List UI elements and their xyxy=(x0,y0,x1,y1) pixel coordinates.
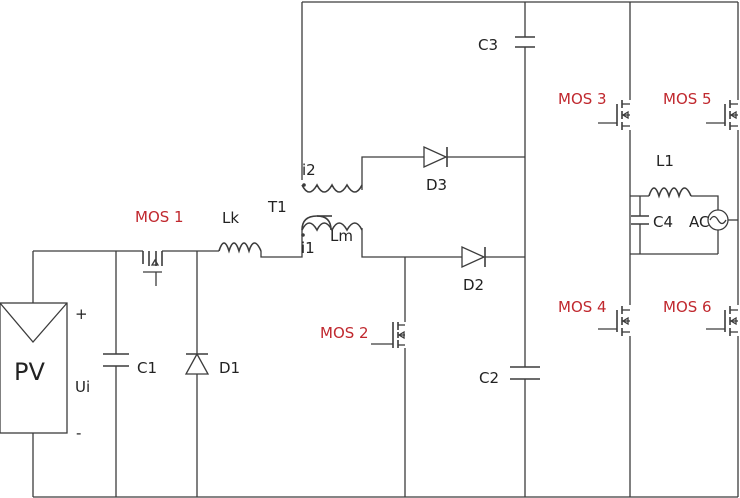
capacitor-c4: C4 xyxy=(631,213,673,231)
mosfet-mos5: MOS 5 xyxy=(663,90,738,130)
l1-label: L1 xyxy=(656,152,674,170)
ac-source: AC xyxy=(689,209,729,231)
ac-label: AC xyxy=(689,213,709,231)
d1-label: D1 xyxy=(219,359,240,377)
mos3-label: MOS 3 xyxy=(558,90,607,108)
capacitor-c3: C3 xyxy=(478,36,535,54)
mos6-label: MOS 6 xyxy=(663,298,712,316)
i1-label: i1 xyxy=(301,239,315,257)
lm-label: Lm xyxy=(330,227,353,245)
ui-label: Ui xyxy=(75,378,90,396)
diode-d1: D1 xyxy=(184,352,240,377)
diode-d2: D2 xyxy=(461,245,486,294)
mosfet-mos2: MOS 2 xyxy=(320,322,405,348)
d2-label: D2 xyxy=(463,276,484,294)
c3-label: C3 xyxy=(478,36,498,54)
c4-label: C4 xyxy=(653,213,673,231)
c2-label: C2 xyxy=(479,369,499,387)
pv-label: PV xyxy=(14,358,45,386)
mos5-label: MOS 5 xyxy=(663,90,712,108)
mosfet-mos6: MOS 6 xyxy=(663,298,738,336)
pv-panel: PV + - Ui xyxy=(0,302,90,442)
transformer-t1: T1 i1 Lm i2 xyxy=(267,161,363,257)
i2-label: i2 xyxy=(302,161,316,179)
lk-label: Lk xyxy=(222,209,239,227)
mos2-label: MOS 2 xyxy=(320,324,369,342)
plus-label: + xyxy=(75,305,88,323)
t1-label: T1 xyxy=(267,198,287,216)
mos1-label: MOS 1 xyxy=(135,208,184,226)
d3-label: D3 xyxy=(426,176,447,194)
mos4-label: MOS 4 xyxy=(558,298,607,316)
mosfet-mos3: MOS 3 xyxy=(558,90,630,130)
inductor-lk: Lk xyxy=(218,209,262,254)
mosfet-mos4: MOS 4 xyxy=(558,298,630,336)
diode-d3: D3 xyxy=(423,145,448,194)
wires xyxy=(32,1,739,498)
c1-label: C1 xyxy=(137,359,157,377)
capacitor-c2: C2 xyxy=(479,366,540,387)
capacitor-c1: C1 xyxy=(103,353,157,377)
minus-label: - xyxy=(76,424,81,442)
inductor-l1: L1 xyxy=(648,152,692,199)
mosfet-mos1: MOS 1 xyxy=(135,208,184,286)
